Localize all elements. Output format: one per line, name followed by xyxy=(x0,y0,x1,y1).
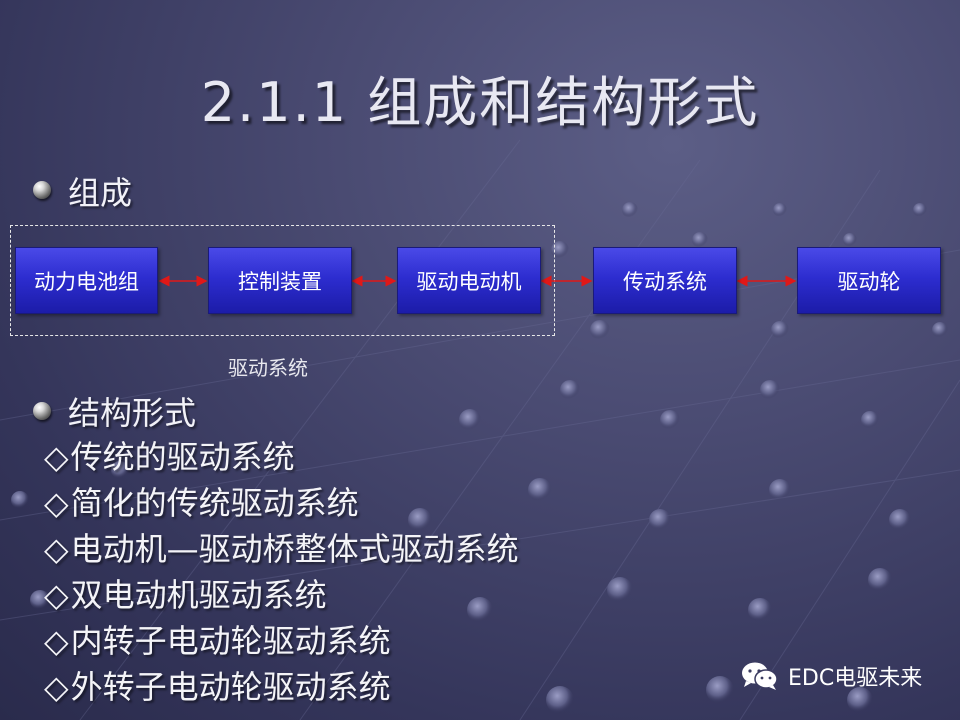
list-item: ◇外转子电动轮驱动系统 xyxy=(44,664,519,710)
diamond-marker-icon: ◇ xyxy=(44,622,69,660)
box-battery-pack: 动力电池组 xyxy=(15,247,158,314)
list-item-text: 简化的传统驱动系统 xyxy=(70,484,359,522)
watermark: EDC电驱未来 xyxy=(740,658,922,694)
page-title: 2.1.1 组成和结构形式 xyxy=(200,71,760,134)
box-controller: 控制装置 xyxy=(208,247,352,314)
box-drive-motor: 驱动电动机 xyxy=(397,247,541,314)
list-item: ◇双电动机驱动系统 xyxy=(44,572,519,618)
list-item-text: 电动机—驱动桥整体式驱动系统 xyxy=(70,530,519,568)
watermark-text: EDC电驱未来 xyxy=(788,666,923,691)
section-heading-structure: 结构形式 xyxy=(68,394,197,432)
box-drive-wheel: 驱动轮 xyxy=(797,247,941,314)
diamond-marker-icon: ◇ xyxy=(44,484,69,522)
list-item: ◇电动机—驱动桥整体式驱动系统 xyxy=(44,526,519,572)
list-item-text: 双电动机驱动系统 xyxy=(70,576,327,614)
section-heading-composition: 组成 xyxy=(68,174,133,212)
diamond-marker-icon: ◇ xyxy=(44,576,69,614)
list-item-text: 传统的驱动系统 xyxy=(70,438,295,476)
list-item: ◇简化的传统驱动系统 xyxy=(44,480,519,526)
list-item-text: 外转子电动轮驱动系统 xyxy=(70,668,391,706)
bullet-icon xyxy=(33,181,51,199)
bullet-icon xyxy=(33,402,51,420)
list-item: ◇传统的驱动系统 xyxy=(44,434,519,480)
drive-system-label: 驱动系统 xyxy=(228,356,308,380)
diamond-marker-icon: ◇ xyxy=(44,438,69,476)
diamond-marker-icon: ◇ xyxy=(44,668,69,706)
structure-list: ◇传统的驱动系统 ◇简化的传统驱动系统 ◇电动机—驱动桥整体式驱动系统 ◇双电动… xyxy=(44,434,519,710)
list-item: ◇内转子电动轮驱动系统 xyxy=(44,618,519,664)
diamond-marker-icon: ◇ xyxy=(44,530,69,568)
box-transmission: 传动系统 xyxy=(593,247,737,314)
list-item-text: 内转子电动轮驱动系统 xyxy=(70,622,391,660)
wechat-icon xyxy=(742,662,778,690)
